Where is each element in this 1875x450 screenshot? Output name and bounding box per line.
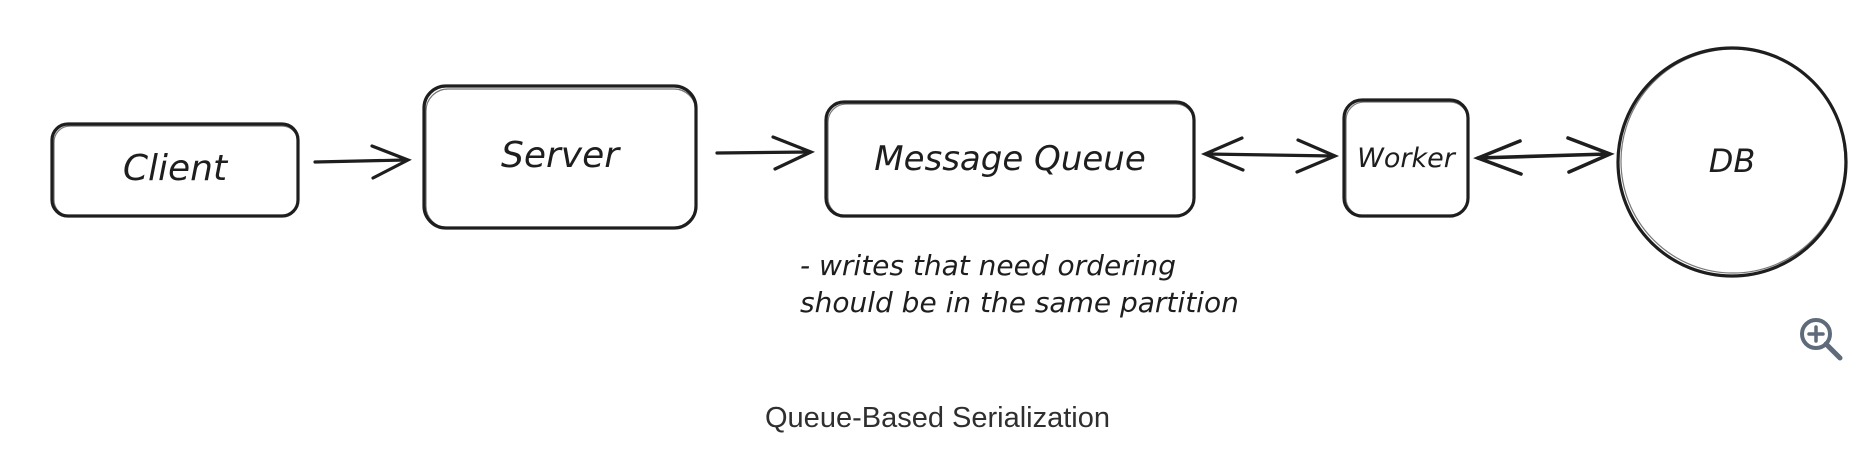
db-node: DB	[1616, 46, 1848, 278]
note-line-1: - writes that need ordering	[800, 249, 1176, 282]
figure-caption: Queue-Based Serialization	[765, 402, 1110, 434]
worker-label: Worker	[1357, 143, 1457, 174]
server-node: Server	[422, 84, 698, 230]
arrow-server-queue	[715, 135, 816, 171]
arrow-queue-worker	[1200, 136, 1340, 174]
message-queue-node: Message Queue	[824, 100, 1196, 218]
client-node: Client	[50, 122, 300, 218]
note-line-2: should be in the same partition	[800, 286, 1239, 319]
ordering-note: - writes that need ordering should be in…	[800, 249, 1239, 319]
arrow-client-server	[313, 144, 412, 180]
zoom-in-icon	[1800, 318, 1843, 361]
arrow-worker-db	[1473, 136, 1615, 176]
worker-node: Worker	[1342, 98, 1470, 218]
zoom-in-button[interactable]	[1796, 314, 1846, 364]
server-label: Server	[501, 135, 621, 176]
client-label: Client	[123, 148, 229, 189]
message-queue-label: Message Queue	[874, 139, 1146, 179]
db-label: DB	[1709, 142, 1756, 180]
